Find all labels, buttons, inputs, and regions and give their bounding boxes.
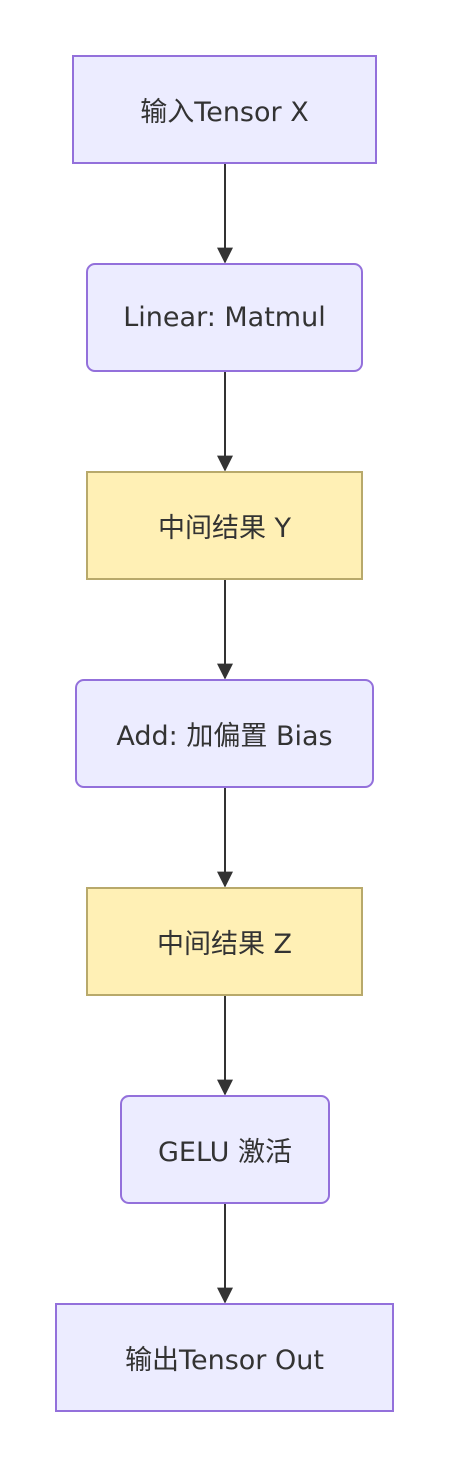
node-intermediate-z: 中间结果 Z — [86, 887, 363, 996]
node-output-tensor-out: 输出Tensor Out — [55, 1303, 394, 1412]
node-label: Add: 加偏置 Bias — [116, 721, 333, 752]
node-label: 输出Tensor Out — [125, 1345, 324, 1376]
node-gelu-activation: GELU 激活 — [120, 1095, 330, 1204]
node-linear-matmul: Linear: Matmul — [86, 263, 363, 372]
node-label: Linear: Matmul — [123, 302, 326, 333]
node-input-tensor-x: 输入Tensor X — [72, 55, 377, 164]
node-label: 中间结果 Z — [156, 929, 293, 960]
node-label: 中间结果 Y — [157, 513, 292, 544]
node-intermediate-y: 中间结果 Y — [86, 471, 363, 580]
node-label: 输入Tensor X — [140, 97, 309, 128]
node-label: GELU 激活 — [157, 1137, 293, 1168]
node-add-bias: Add: 加偏置 Bias — [75, 679, 374, 788]
